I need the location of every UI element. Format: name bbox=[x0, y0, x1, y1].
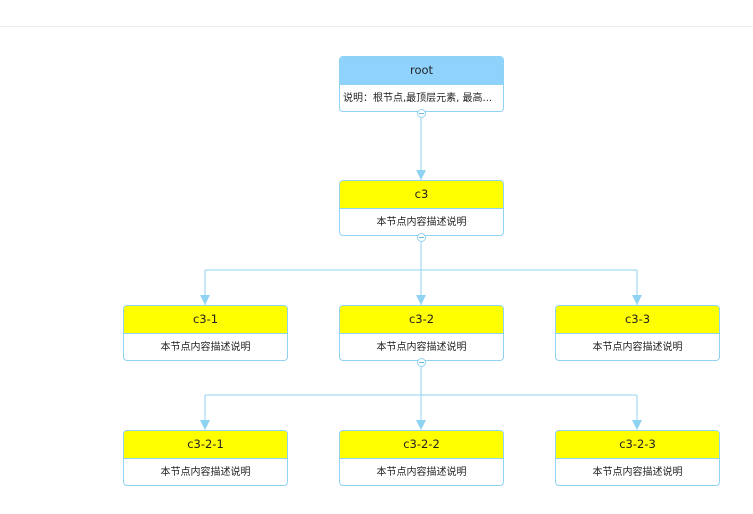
arrow-c3-2-1 bbox=[200, 420, 210, 430]
node-c3-1[interactable]: c3-1 本节点内容描述说明 bbox=[123, 305, 288, 361]
node-root-title: root bbox=[340, 57, 503, 85]
edge-c3-bus bbox=[205, 242, 637, 271]
node-c3-3-title: c3-3 bbox=[556, 306, 719, 334]
node-c3-2-1-desc: 本节点内容描述说明 bbox=[160, 467, 251, 478]
node-c3-3-desc: 本节点内容描述说明 bbox=[592, 342, 683, 353]
node-c3-2-1[interactable]: c3-2-1 本节点内容描述说明 bbox=[123, 430, 288, 486]
node-c3-2-2-title: c3-2-2 bbox=[340, 431, 503, 459]
arrow-c3-3 bbox=[632, 295, 642, 305]
node-c3-2-3[interactable]: c3-2-3 本节点内容描述说明 bbox=[555, 430, 720, 486]
node-c3-2-1-title: c3-2-1 bbox=[124, 431, 287, 459]
node-c3-title: c3 bbox=[340, 181, 503, 209]
node-c3-2-2[interactable]: c3-2-2 本节点内容描述说明 bbox=[339, 430, 504, 486]
node-c3-2-3-desc: 本节点内容描述说明 bbox=[592, 467, 683, 478]
node-c3-2-title: c3-2 bbox=[340, 306, 503, 334]
node-c3-2[interactable]: c3-2 本节点内容描述说明 bbox=[339, 305, 504, 361]
arrow-c3-1 bbox=[200, 295, 210, 305]
arrow-c3-2 bbox=[416, 295, 426, 305]
top-toolbar bbox=[0, 0, 753, 27]
node-c3[interactable]: c3 本节点内容描述说明 bbox=[339, 180, 504, 236]
arrow-root-c3 bbox=[416, 170, 426, 180]
node-c3-1-desc: 本节点内容描述说明 bbox=[160, 342, 251, 353]
edge-c3-2-bus bbox=[205, 367, 637, 396]
node-c3-2-3-title: c3-2-3 bbox=[556, 431, 719, 459]
node-c3-2-desc: 本节点内容描述说明 bbox=[376, 342, 467, 353]
node-c3-3[interactable]: c3-3 本节点内容描述说明 bbox=[555, 305, 720, 361]
collapse-minus-icon[interactable] bbox=[417, 233, 426, 242]
node-root-desc: 说明：根节点,最顶层元素, 最高... bbox=[343, 93, 493, 104]
node-root[interactable]: root 说明：根节点,最顶层元素, 最高... bbox=[339, 56, 504, 112]
node-c3-1-title: c3-1 bbox=[124, 306, 287, 334]
arrow-c3-2-2 bbox=[416, 420, 426, 430]
collapse-minus-icon[interactable] bbox=[417, 109, 426, 118]
node-c3-desc: 本节点内容描述说明 bbox=[376, 217, 467, 228]
arrow-c3-2-3 bbox=[632, 420, 642, 430]
node-c3-2-2-desc: 本节点内容描述说明 bbox=[376, 467, 467, 478]
collapse-minus-icon[interactable] bbox=[417, 358, 426, 367]
